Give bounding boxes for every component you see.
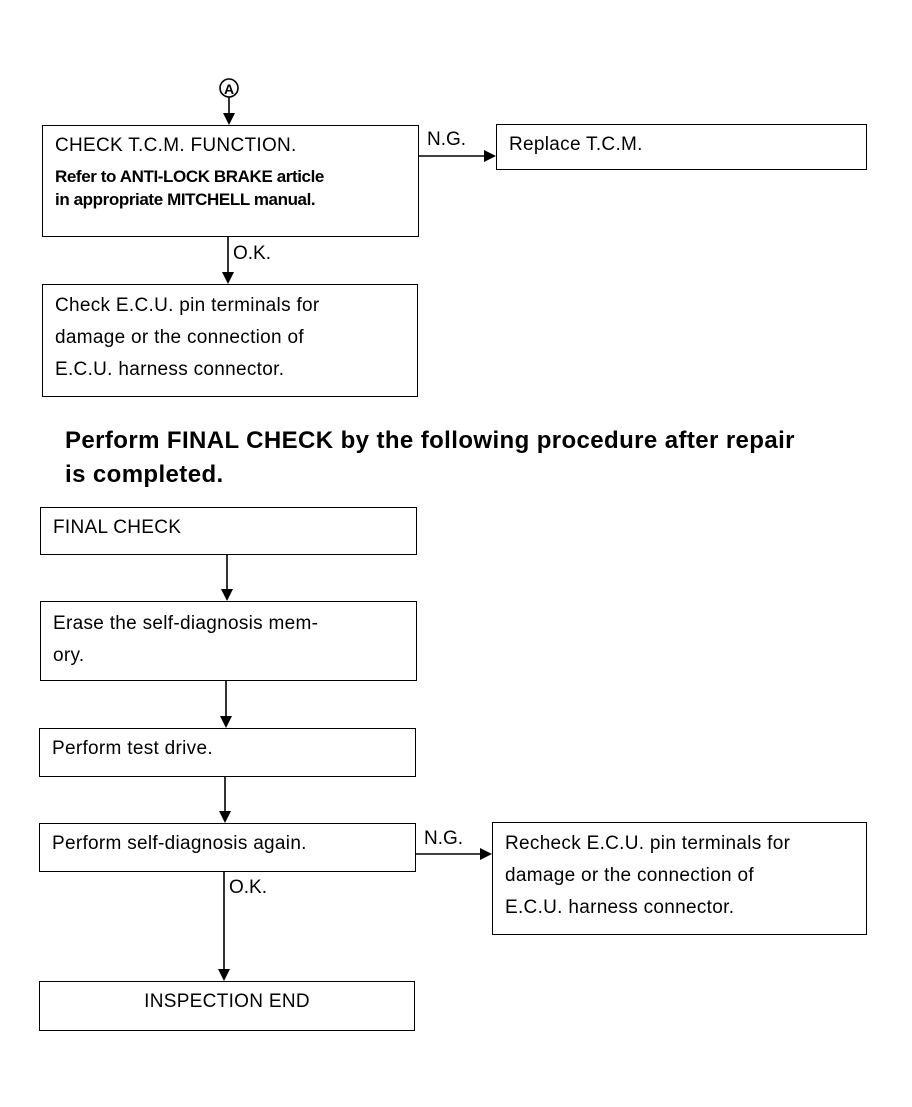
heading-line-2: is completed. <box>65 461 224 488</box>
recheck-ecu-box: Recheck E.C.U. pin terminals for damage … <box>492 822 867 935</box>
check-ecu-line-1: Check E.C.U. pin terminals for <box>55 295 320 316</box>
final-check-heading: Perform FINAL CHECK by the following pro… <box>65 424 795 492</box>
inspection-end-text: INSPECTION END <box>144 991 310 1012</box>
erase-memory-line-2: ory. <box>53 645 85 666</box>
recheck-ecu-line-3: E.C.U. harness connector. <box>505 897 735 918</box>
final-check-box: FINAL CHECK <box>40 507 417 555</box>
heading-line-1: Perform FINAL CHECK by the following pro… <box>65 427 795 454</box>
recheck-ecu-line-1: Recheck E.C.U. pin terminals for <box>505 833 791 854</box>
replace-tcm-box: Replace T.C.M. <box>496 124 867 170</box>
label-ok-2: O.K. <box>229 877 268 898</box>
check-ecu-line-3: E.C.U. harness connector. <box>55 359 285 380</box>
inspection-end-box: INSPECTION END <box>39 981 415 1031</box>
check-tcm-note-line-1: Refer to ANTI-LOCK BRAKE article <box>55 167 324 186</box>
erase-memory-box: Erase the self-diagnosis mem- ory. <box>40 601 417 681</box>
arrowhead-check-ecu <box>222 272 234 284</box>
self-diagnosis-box: Perform self-diagnosis again. <box>39 823 416 872</box>
arrowhead-recheck <box>480 848 492 860</box>
final-check-text: FINAL CHECK <box>53 517 182 538</box>
label-ng-1: N.G. <box>427 129 467 150</box>
arrowhead-self-diag <box>219 811 231 823</box>
check-tcm-box: CHECK T.C.M. FUNCTION. Refer to ANTI-LOC… <box>42 125 419 237</box>
test-drive-box: Perform test drive. <box>39 728 416 777</box>
check-tcm-title: CHECK T.C.M. FUNCTION. <box>55 135 297 156</box>
arrowhead-check-tcm <box>223 113 235 125</box>
label-ok-1: O.K. <box>233 243 272 264</box>
arrowhead-erase <box>221 589 233 601</box>
replace-tcm-text: Replace T.C.M. <box>509 134 643 155</box>
check-ecu-line-2: damage or the connection of <box>55 327 304 348</box>
check-tcm-note-line-2: in appropriate MITCHELL manual. <box>55 190 316 209</box>
arrowhead-test-drive <box>220 716 232 728</box>
connector-letter: A <box>224 81 234 97</box>
label-ng-2: N.G. <box>424 828 464 849</box>
arrowhead-inspection-end <box>218 969 230 981</box>
erase-memory-line-1: Erase the self-diagnosis mem- <box>53 613 319 634</box>
check-ecu-box: Check E.C.U. pin terminals for damage or… <box>42 284 418 397</box>
self-diagnosis-text: Perform self-diagnosis again. <box>52 833 307 854</box>
arrowhead-replace-tcm <box>484 150 496 162</box>
test-drive-text: Perform test drive. <box>52 738 213 759</box>
recheck-ecu-line-2: damage or the connection of <box>505 865 754 886</box>
